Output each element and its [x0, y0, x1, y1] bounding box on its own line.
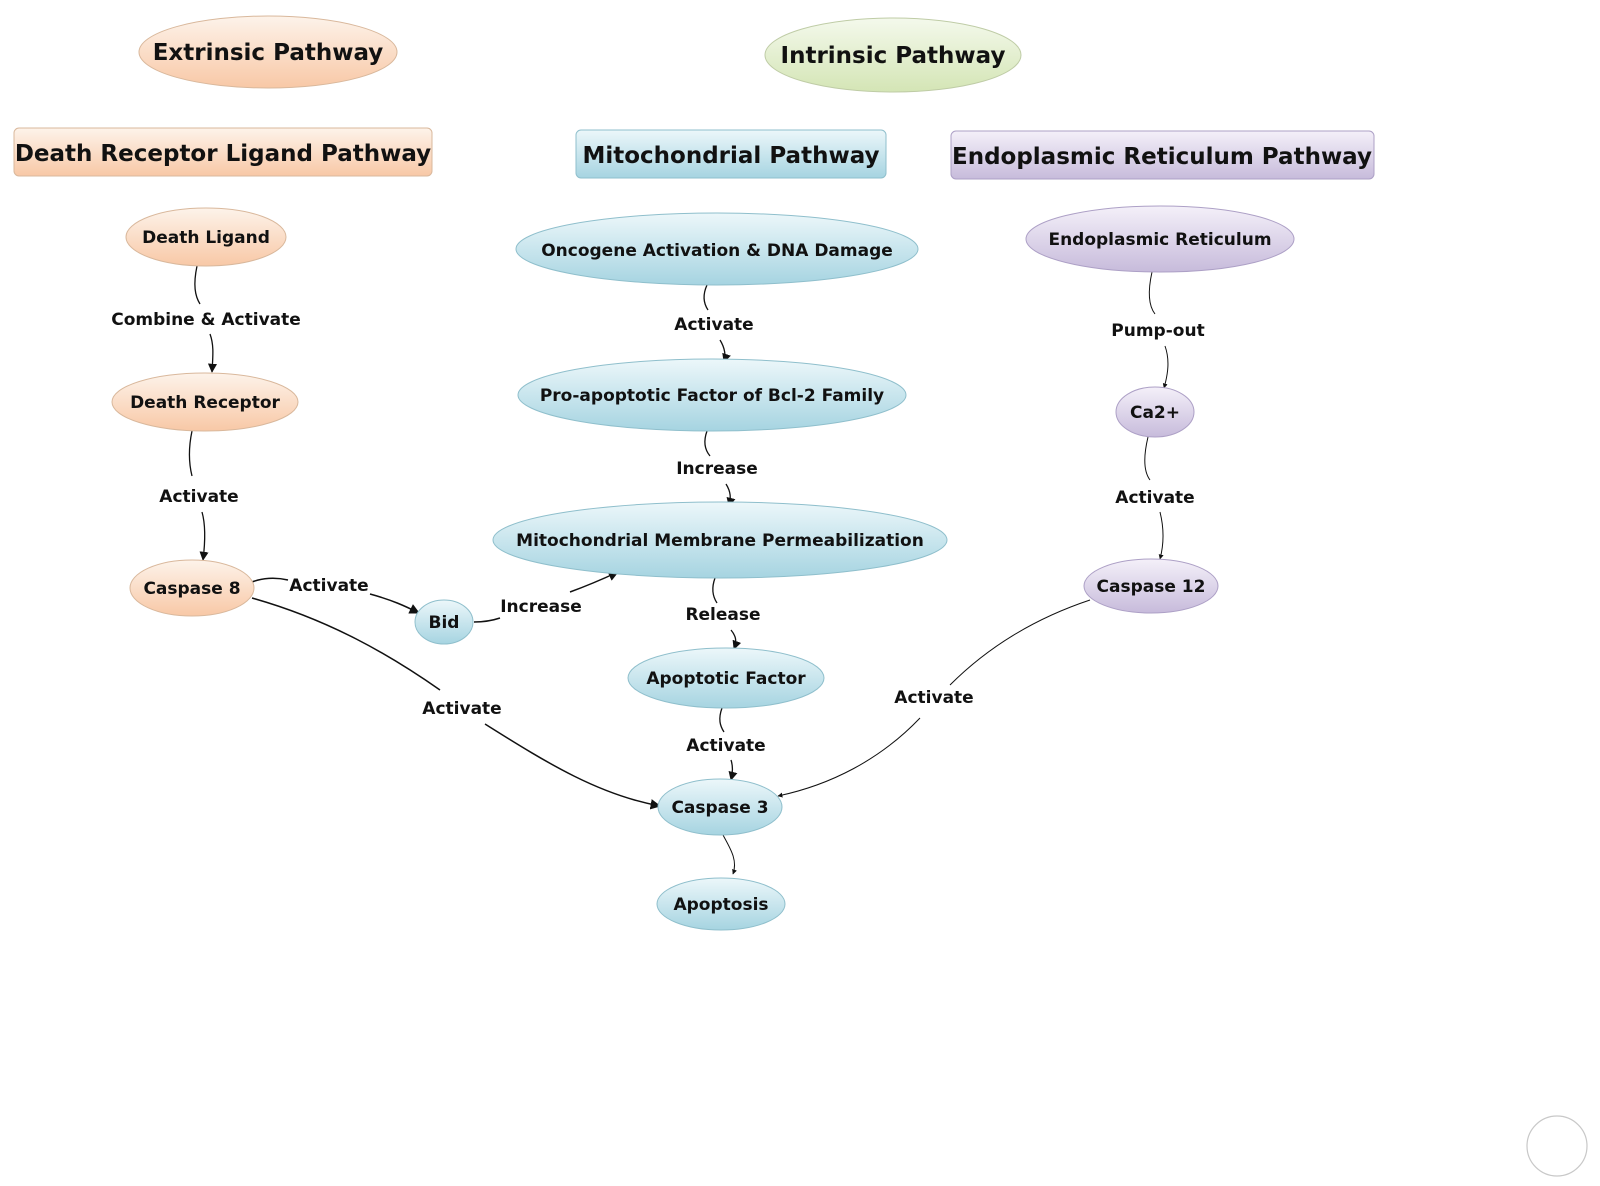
edge-bid-mmp-a	[473, 617, 501, 623]
edge-ligand-receptor-a	[194, 265, 201, 305]
edge-caspase12-caspase3-a	[949, 599, 1091, 686]
node-bid: Bid	[414, 599, 474, 645]
node-er: Endoplasmic Reticulum	[1025, 205, 1295, 273]
label-c8-c3-activate: Activate	[422, 699, 501, 719]
edge-mmp-apoptoticfactor-a	[712, 577, 718, 604]
node-caspase8: Caspase 8	[129, 559, 255, 617]
node-mmp-label: Mitochondrial Membrane Permeabilization	[516, 531, 924, 551]
label-dr-activate: Activate	[159, 487, 238, 507]
node-ca2: Ca2+	[1115, 386, 1195, 438]
edge-er-ca2-b	[1162, 345, 1169, 389]
edge-mmp-apoptoticfactor-b	[730, 629, 742, 650]
label-pro-increase: Increase	[676, 459, 758, 479]
edge-receptor-caspase8-a	[188, 430, 193, 477]
label-c8-bid-activate: Activate	[289, 576, 368, 596]
header-extrinsic-label: Extrinsic Pathway	[153, 40, 384, 66]
pathway-death-receptor: Death Receptor Ligand Pathway	[13, 127, 433, 177]
label-combine-activate: Combine & Activate	[111, 310, 301, 330]
header-intrinsic: Intrinsic Pathway	[764, 17, 1022, 93]
header-intrinsic-label: Intrinsic Pathway	[781, 43, 1006, 69]
node-caspase3-label: Caspase 3	[671, 798, 768, 818]
label-pump-out: Pump-out	[1111, 321, 1204, 341]
node-death-receptor-label: Death Receptor	[130, 393, 280, 413]
edge-apoptoticfactor-caspase3-a	[719, 707, 725, 733]
node-apoptotic-factor-label: Apoptotic Factor	[646, 669, 806, 689]
label-mmp-release: Release	[685, 605, 760, 625]
edge-caspase8-bid-a	[251, 577, 289, 583]
node-oncogene-label: Oncogene Activation & DNA Damage	[541, 241, 893, 261]
node-mmp: Mitochondrial Membrane Permeabilization	[492, 501, 948, 579]
label-ca-activate: Activate	[1115, 488, 1194, 508]
node-caspase12: Caspase 12	[1083, 558, 1219, 614]
node-er-label: Endoplasmic Reticulum	[1048, 230, 1271, 250]
node-caspase8-label: Caspase 8	[143, 579, 240, 599]
label-c12-activate: Activate	[894, 688, 973, 708]
edge-labels: Combine & Activate Activate Activate Inc…	[111, 310, 1204, 756]
label-bid-increase: Increase	[500, 597, 582, 617]
node-bid-label: Bid	[429, 613, 460, 633]
label-af-activate: Activate	[686, 736, 765, 756]
node-death-ligand-label: Death Ligand	[142, 228, 270, 248]
edge-caspase3-apoptosis	[722, 834, 737, 875]
node-oncogene: Oncogene Activation & DNA Damage	[515, 212, 919, 286]
node-death-ligand: Death Ligand	[125, 207, 287, 267]
node-apoptosis-label: Apoptosis	[673, 895, 768, 915]
pathway-death-receptor-label: Death Receptor Ligand Pathway	[15, 141, 431, 167]
edge-caspase12-caspase3-b	[777, 717, 921, 798]
node-pro-apoptotic: Pro-apoptotic Factor of Bcl-2 Family	[517, 358, 907, 432]
edge-ca2-caspase12-b	[1158, 511, 1164, 560]
node-pro-apoptotic-label: Pro-apoptotic Factor of Bcl-2 Family	[540, 386, 884, 406]
edge-oncogene-proapoptotic-a	[703, 284, 709, 311]
edge-apoptoticfactor-caspase3-b	[728, 759, 738, 781]
edge-receptor-caspase8-b	[199, 511, 209, 561]
edge-bid-mmp-b	[569, 571, 619, 593]
node-caspase3: Caspase 3	[657, 778, 783, 836]
edge-proapoptotic-mmp-a	[704, 430, 711, 457]
edge-caspase8-caspase3-b	[484, 723, 662, 810]
pathway-mitochondrial-label: Mitochondrial Pathway	[582, 143, 879, 169]
node-apoptotic-factor: Apoptotic Factor	[627, 647, 825, 709]
edge-caspase8-caspase3-a	[251, 597, 441, 691]
header-extrinsic: Extrinsic Pathway	[138, 15, 398, 89]
edge-ligand-receptor-b	[207, 333, 218, 373]
edge-ca2-caspase12-a	[1144, 436, 1151, 481]
corner-circle-icon	[1526, 1115, 1588, 1177]
node-ca2-label: Ca2+	[1130, 403, 1180, 423]
node-apoptosis: Apoptosis	[656, 877, 786, 931]
label-onco-activate: Activate	[674, 315, 753, 335]
pathway-mitochondrial: Mitochondrial Pathway	[575, 129, 887, 179]
node-caspase12-label: Caspase 12	[1097, 577, 1206, 597]
node-death-receptor: Death Receptor	[111, 372, 299, 432]
edge-er-ca2-a	[1148, 271, 1156, 315]
edge-caspase8-bid-b	[369, 593, 420, 614]
pathway-er-label: Endoplasmic Reticulum Pathway	[952, 144, 1372, 170]
pathway-er: Endoplasmic Reticulum Pathway	[950, 130, 1375, 180]
